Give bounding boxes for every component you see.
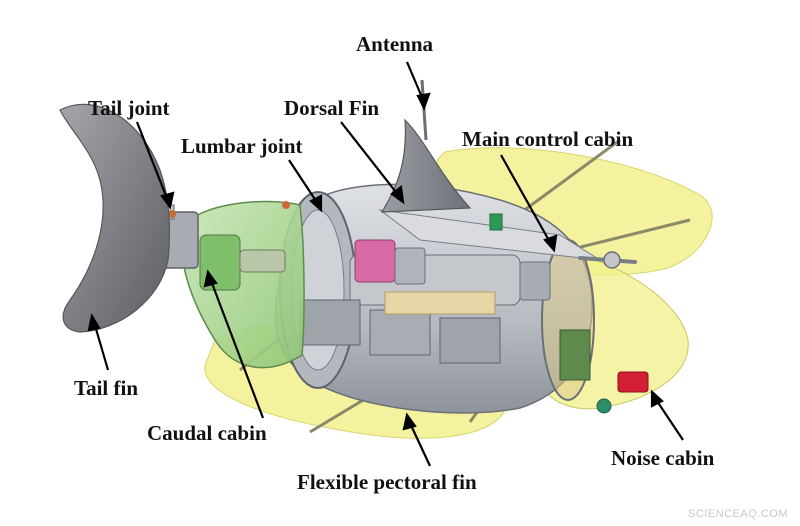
tail-fin-part bbox=[59, 103, 171, 333]
flexible-pectoral-fin-label: Flexible pectoral fin bbox=[297, 470, 477, 494]
dorsal-fin-label: Dorsal Fin bbox=[284, 96, 380, 120]
caudal-cabin-label: Caudal cabin bbox=[147, 421, 267, 445]
main-hull bbox=[274, 183, 637, 414]
main-control-cabin-label: Main control cabin bbox=[462, 127, 634, 151]
noise-cabin-label: Noise cabin bbox=[611, 446, 715, 470]
lumbar-joint-label: Lumbar joint bbox=[181, 134, 303, 158]
caudal-cabin-part bbox=[181, 200, 305, 369]
watermark: SCIENCEAQ.COM bbox=[687, 508, 788, 520]
tail-fin-label: Tail fin bbox=[74, 376, 139, 400]
leader-lines bbox=[87, 61, 684, 467]
antenna-label: Antenna bbox=[356, 32, 434, 56]
tail-joint-label: Tail joint bbox=[88, 96, 170, 120]
dorsal-fin-part bbox=[380, 118, 472, 213]
noise-cabin-part bbox=[596, 371, 649, 414]
